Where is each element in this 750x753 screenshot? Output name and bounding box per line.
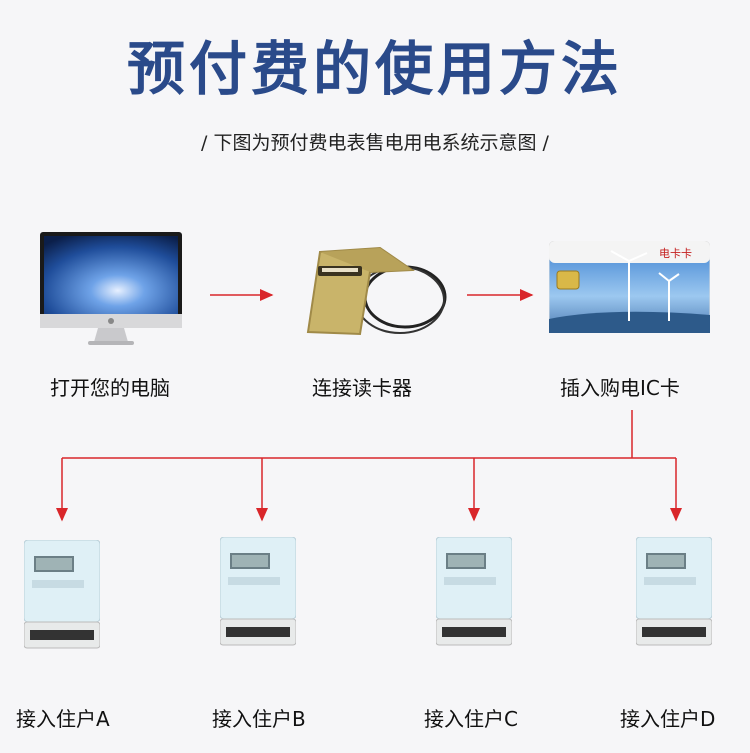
meter-icon bbox=[220, 537, 296, 646]
household-b-label: 接入住户B bbox=[212, 707, 306, 731]
step-reader-label: 连接读卡器 bbox=[312, 376, 412, 400]
meter-icon bbox=[436, 537, 512, 646]
household-d-label: 接入住户D bbox=[620, 707, 716, 731]
step-computer-label: 打开您的电脑 bbox=[50, 376, 170, 400]
card-text: 电卡卡 bbox=[659, 247, 692, 260]
page-subtitle: / 下图为预付费电表售电用电系统示意图 / bbox=[201, 132, 549, 154]
household-a-label: 接入住户A bbox=[16, 707, 110, 731]
computer-icon bbox=[40, 232, 182, 345]
step-card-label: 插入购电IC卡 bbox=[560, 376, 680, 400]
household-c-label: 接入住户C bbox=[424, 707, 518, 731]
page-title: 预付费的使用方法 bbox=[126, 35, 623, 103]
ic-card-icon: 电卡卡 bbox=[549, 241, 710, 333]
meter-icon bbox=[24, 540, 100, 649]
card-reader-icon bbox=[306, 246, 447, 336]
meter-icon bbox=[636, 537, 712, 646]
